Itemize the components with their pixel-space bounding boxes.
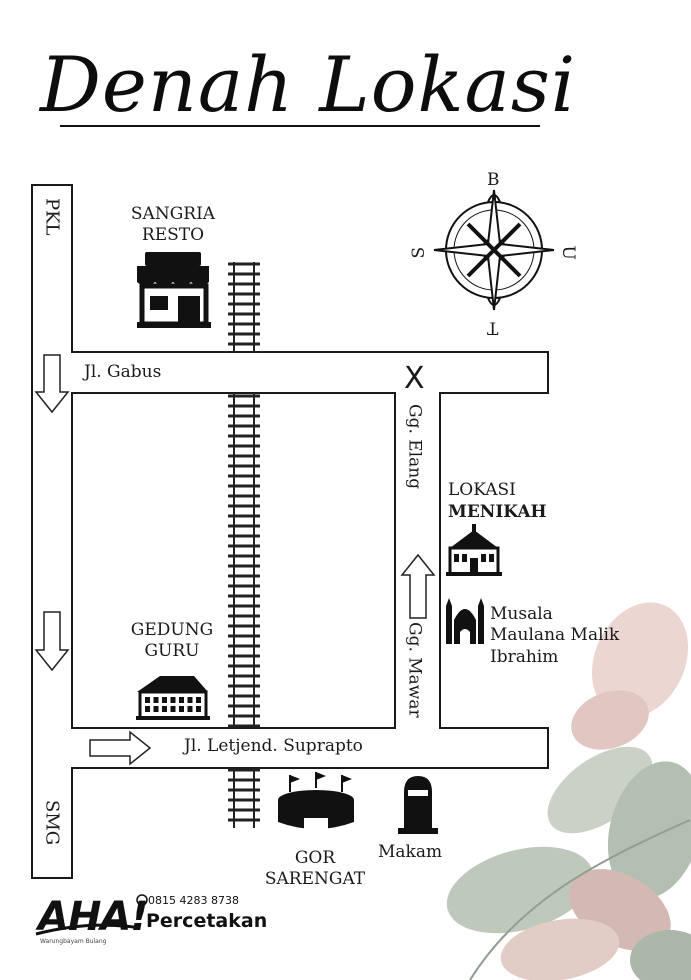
compass-icon xyxy=(433,189,555,311)
label-makam: Makam xyxy=(378,842,443,862)
outer-road-outline xyxy=(31,184,549,879)
venue-building-icon xyxy=(446,524,502,576)
window xyxy=(145,706,150,712)
roads xyxy=(31,184,549,879)
grave-icon xyxy=(398,776,438,834)
road-label-elang: Gg. Elang xyxy=(404,404,425,490)
label-musala: Musala Maulana Malik Ibrahim xyxy=(490,604,619,668)
location-marker: X xyxy=(404,361,425,396)
label-sangria-line1: SANGRIA xyxy=(130,204,216,224)
road-label-smg: SMG xyxy=(41,800,63,846)
store-icon xyxy=(137,252,211,328)
window xyxy=(187,697,193,703)
printer-logo: AHA! xyxy=(38,894,149,940)
page-title: Denah Lokasi xyxy=(40,40,577,129)
road-label-pkl: PKL xyxy=(41,198,63,236)
compass-north: B xyxy=(487,170,500,190)
inner-block-outline xyxy=(71,392,396,729)
label-gedung-line1: GEDUNG xyxy=(130,620,214,640)
label-musala-line3: Ibrahim xyxy=(490,646,559,667)
window xyxy=(170,697,176,703)
direction-arrows xyxy=(34,354,436,766)
window xyxy=(162,697,167,703)
railway xyxy=(228,262,260,828)
label-sangria: SANGRIA RESTO xyxy=(108,204,238,247)
window xyxy=(145,697,150,703)
window xyxy=(179,706,184,712)
label-sangria-line2: RESTO xyxy=(141,225,205,246)
arrow-right xyxy=(89,730,152,766)
window xyxy=(187,706,193,712)
compass-west: S xyxy=(409,246,430,259)
label-gor-line1: GOR xyxy=(294,848,336,868)
logo-swoosh xyxy=(35,923,141,936)
window xyxy=(196,697,201,703)
label-gor: GOR SARENGAT xyxy=(250,848,380,891)
stadium-icon xyxy=(278,772,354,832)
whatsapp-icon xyxy=(136,894,148,906)
label-gedung: GEDUNG GURU xyxy=(112,620,232,663)
label-menikah: MENIKAH xyxy=(448,502,547,522)
window xyxy=(153,706,159,712)
road-label-suprapto: Jl. Letjend. Suprapto xyxy=(184,736,363,756)
label-gedung-line2: GURU xyxy=(144,641,200,662)
arrow-down-2 xyxy=(34,611,70,672)
window xyxy=(153,697,159,703)
printer-phone: 0815 4283 8738 xyxy=(148,894,239,907)
printer-name: Percetakan xyxy=(146,910,268,932)
window xyxy=(162,706,167,712)
label-musala-line2: Maulana Malik xyxy=(490,625,620,646)
floral-decoration xyxy=(446,602,691,980)
window xyxy=(170,706,176,712)
label-musala-line1: Musala xyxy=(490,604,553,624)
compass-south: T xyxy=(487,317,499,338)
label-lokasi: LOKASI xyxy=(448,480,516,500)
road-label-mawar: Gg. Mawar xyxy=(404,622,425,718)
road-label-gabus: Jl. Gabus xyxy=(84,362,162,382)
printer-tagline: Warungbayam Bulang xyxy=(40,938,107,945)
arrow-up xyxy=(400,553,436,619)
window xyxy=(179,697,184,703)
label-gor-line2: SARENGAT xyxy=(264,869,366,890)
arrow-down-1 xyxy=(34,354,70,414)
mosque-icon xyxy=(446,598,484,644)
school-building-icon xyxy=(136,676,210,720)
window xyxy=(196,706,201,712)
compass-east: U xyxy=(557,245,578,260)
